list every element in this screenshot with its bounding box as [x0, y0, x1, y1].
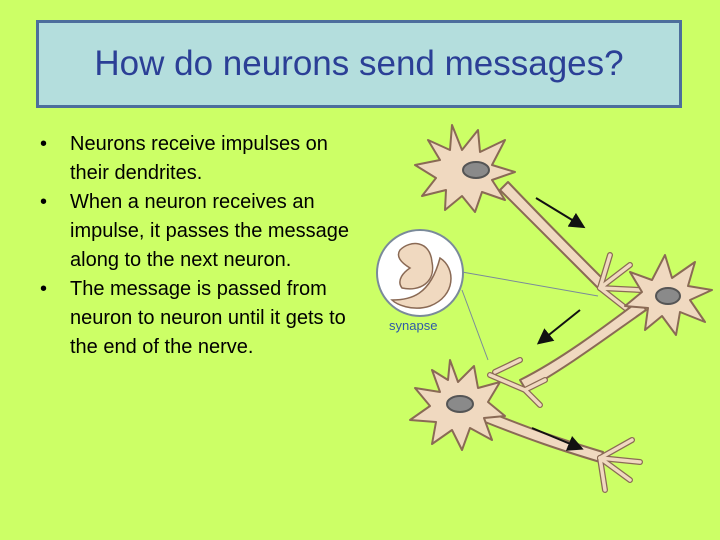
bullet-item: • Neurons receive impulses on their dend…	[40, 130, 370, 188]
arrow-down-right-bottom	[531, 427, 584, 451]
neuron-top-nucleus	[462, 161, 490, 179]
synapse-pointer-line-1	[461, 271, 599, 297]
bullet-text: When a neuron receives an impulse, it pa…	[70, 191, 350, 271]
bullet-marker: •	[40, 278, 48, 300]
bullet-text: Neurons receive impulses on their dendri…	[70, 133, 328, 184]
bullet-item: • The message is passed from neuron to n…	[40, 275, 370, 362]
synapse-inset	[376, 229, 599, 361]
synapse-label: synapse	[389, 318, 437, 333]
neuron-top-axon	[499, 181, 607, 291]
axon-terminals-bottom-fill	[598, 438, 642, 492]
synapse-receiving-shape	[390, 256, 452, 309]
synapse-pointer-line-2	[461, 289, 489, 361]
neuron-bottom-nucleus	[446, 395, 474, 413]
neuron-bottom	[409, 359, 604, 463]
neuron-middle-axon	[519, 299, 647, 391]
bullet-marker: •	[40, 133, 48, 155]
synapse-terminal-shape	[397, 242, 434, 290]
neuron-bottom-axon	[479, 409, 604, 463]
neuron-middle	[519, 254, 713, 391]
axon-terminals-top-fill	[598, 253, 642, 312]
slide-title: How do neurons send messages?	[94, 44, 624, 83]
arrow-down-left-middle	[536, 309, 581, 345]
bullet-item: • When a neuron receives an impulse, it …	[40, 188, 370, 275]
arrow-down-right-top	[535, 197, 586, 229]
bullet-marker: •	[40, 191, 48, 213]
neuron-middle-nucleus	[655, 287, 681, 305]
bullet-text: The message is passed from neuron to neu…	[70, 278, 346, 358]
title-box: How do neurons send messages?	[36, 20, 682, 108]
bullet-list: • Neurons receive impulses on their dend…	[40, 130, 370, 362]
dendrites-bottom-fill	[488, 358, 547, 407]
